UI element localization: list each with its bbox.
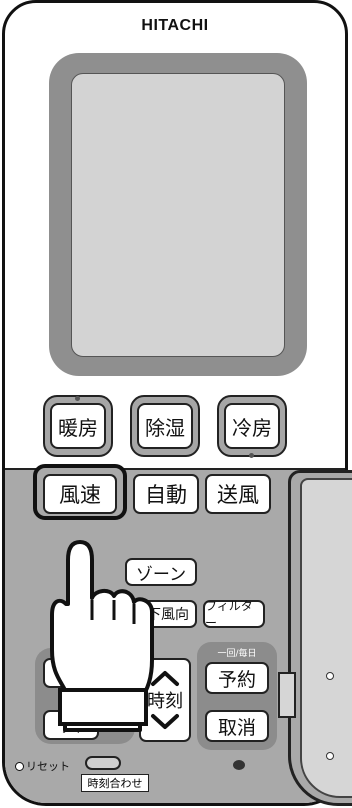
brand-logo: HITACHI [141,17,209,34]
down-arrow-icon[interactable] [150,713,180,731]
cover-hinge-icon [278,672,296,718]
cancel-button[interactable]: 取消 [205,710,269,742]
down-direction-button[interactable]: 下風向 [139,600,197,628]
reserve-label: 予約 [217,668,256,691]
fan-button[interactable]: 送風 [205,474,271,514]
fan-label: 送風 [217,483,259,507]
set-time-button[interactable] [85,756,121,770]
up-arrow-icon[interactable] [150,669,180,687]
dehumidify-button[interactable]: 除湿 [130,395,200,457]
off-timer-label: 切 [62,664,80,685]
reset-label: リセット [26,760,70,773]
led-indicator-icon [233,760,245,770]
clock-button[interactable]: 時刻 [139,658,191,742]
cover-screw-icon-2 [326,752,334,760]
set-time-label: 時刻合わせ [81,774,149,792]
clock-label: 時刻 [147,691,183,712]
heat-button[interactable]: 暖房 [43,395,113,457]
down-direction-label: 下風向 [147,607,189,623]
filter-button[interactable]: フィルター [203,599,265,630]
cool-dot-icon [249,453,254,458]
off-timer-button[interactable]: 切 [43,658,99,688]
auto-button[interactable]: 自動 [133,474,199,514]
cover-screw-icon [326,672,334,680]
reset-hole-icon[interactable] [15,761,24,771]
battery-cover-inner [300,478,352,798]
dehumidify-button-label: 除湿 [145,415,185,440]
on-timer-button[interactable]: 入 [43,710,99,740]
zone-button[interactable]: ゾーン [125,558,197,586]
daily-note: 一回/毎日 [217,649,257,659]
on-timer-label: 入 [62,716,80,737]
fan-speed-label: 風速 [59,483,101,507]
cool-button[interactable]: 冷房 [217,395,287,458]
reset-area: リセット [15,758,70,774]
cool-button-label: 冷房 [232,415,272,440]
zone-label: ゾーン [135,564,187,585]
heat-dot-icon [75,396,80,401]
fan-speed-button[interactable]: 風速 [43,474,117,514]
heat-button-label: 暖房 [58,415,98,440]
auto-label: 自動 [145,483,187,507]
reserve-button[interactable]: 予約 [205,662,269,694]
filter-label: フィルター [205,599,253,630]
cancel-label: 取消 [217,716,256,739]
lcd-display [71,73,285,357]
